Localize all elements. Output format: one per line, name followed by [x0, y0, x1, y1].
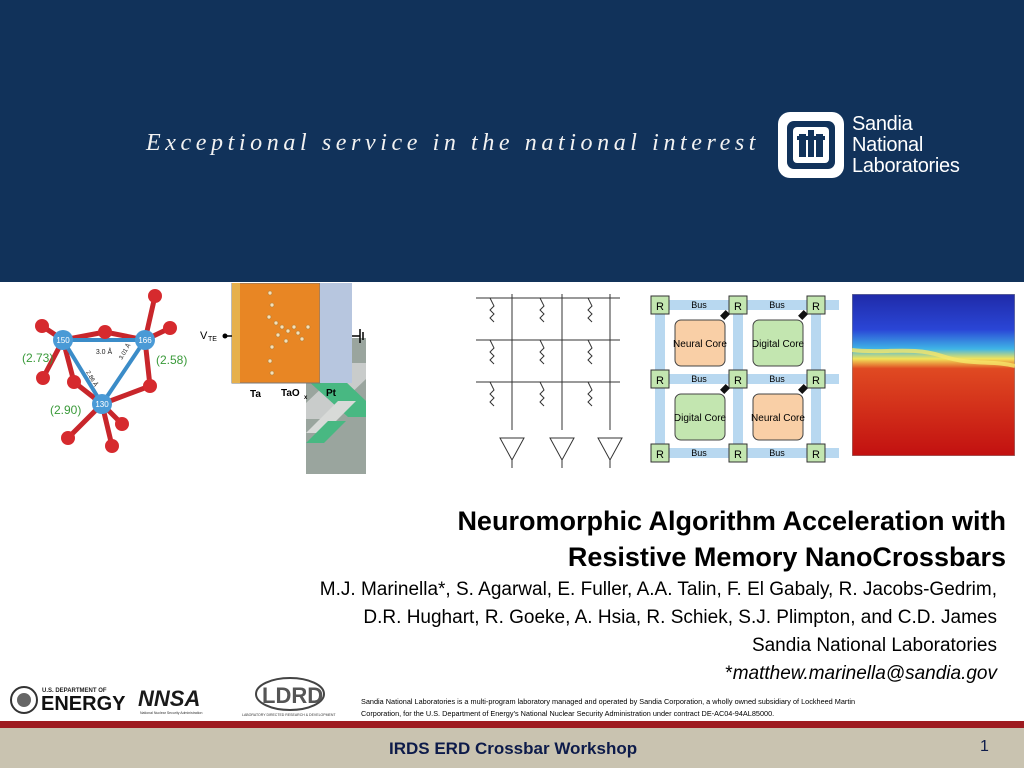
vte-sub: TE	[208, 336, 217, 343]
authors-block: M.J. Marinella*, S. Agarwal, E. Fuller, …	[320, 576, 997, 688]
bus-label-2: Bus	[769, 300, 785, 310]
router-label-8: R	[734, 449, 742, 461]
logo-line-2: National	[852, 134, 923, 156]
disclaimer-text: Sandia National Laboratories is a multi-…	[361, 696, 961, 720]
doe-logo: U.S. DEPARTMENT OF ENERGY	[10, 686, 126, 715]
bus-label-3: Bus	[691, 374, 707, 384]
side-label-2: 3.01 Å	[118, 342, 133, 361]
nnsa-text: NNSA	[138, 686, 200, 711]
nnsa-sub-text: National Nuclear Security Administration	[140, 711, 202, 715]
email-address: matthew.marinella@sandia.gov	[732, 663, 997, 684]
distance-label-3: (2.90)	[50, 403, 81, 417]
layer-label-ta: Ta	[250, 389, 261, 400]
affiliation: Sandia National Laboratories	[751, 635, 997, 656]
bus-label-4: Bus	[769, 374, 785, 384]
doe-big-text: ENERGY	[41, 693, 126, 715]
logo-line-1: Sandia	[852, 113, 913, 135]
router-label-2: R	[734, 301, 742, 313]
slide-title: Neuromorphic Algorithm Acceleration with…	[457, 503, 1006, 575]
title-line-2: Resistive Memory NanoCrossbars	[567, 542, 1006, 572]
layer-label-taox: TaO	[281, 388, 300, 399]
vte-label: V	[200, 330, 208, 342]
ldrd-logo: LDRD LABORATORY DIRECTED RESEARCH & DEVE…	[242, 677, 336, 717]
layer-label-sub: x	[304, 395, 308, 401]
page-number: 1	[980, 738, 989, 755]
ldrd-sub-text: LABORATORY DIRECTED RESEARCH & DEVELOPME…	[242, 713, 336, 717]
thunderbird-icon	[778, 112, 844, 178]
email-prefix: *	[725, 663, 733, 684]
router-label-4: R	[656, 375, 664, 387]
authors-line-1: M.J. Marinella*, S. Agarwal, E. Fuller, …	[319, 579, 997, 600]
router-label-1: R	[656, 301, 664, 313]
workshop-name: IRDS ERD Crossbar Workshop	[389, 739, 638, 758]
email-line: *matthew.marinella@sandia.gov	[320, 660, 997, 688]
router-label-9: R	[812, 449, 820, 461]
doe-small-text: U.S. DEPARTMENT OF	[42, 688, 107, 694]
heatmap-figure	[852, 294, 1015, 456]
disclaimer-line-1: Sandia National Laboratories is a multi-…	[361, 697, 856, 706]
bus-label-5: Bus	[691, 448, 707, 458]
distance-label-1: (2.73)	[22, 351, 53, 365]
router-label-5: R	[734, 375, 742, 387]
core-label-3: Digital Core	[674, 413, 727, 424]
router-label-3: R	[812, 301, 820, 313]
title-line-1: Neuromorphic Algorithm Acceleration with	[457, 506, 1006, 536]
tagline: Exceptional service in the national inte…	[146, 130, 761, 156]
bus-label-6: Bus	[769, 448, 785, 458]
atom-label-1: 150	[56, 336, 70, 345]
atom-label-3: 130	[95, 400, 109, 409]
header-banner: Exceptional service in the national inte…	[0, 0, 1024, 282]
footer-accent-line	[0, 721, 1024, 728]
logo-line-3: Laboratories	[852, 155, 960, 177]
nnsa-logo: NNSA National Nuclear Security Administr…	[138, 686, 202, 715]
ldrd-text: LDRD	[262, 683, 323, 708]
device-figure: V TE Ta TaO x Pt	[200, 283, 366, 474]
router-label-7: R	[656, 449, 664, 461]
distance-label-2: (2.58)	[156, 353, 187, 367]
crossbar-circuit-figure	[476, 294, 623, 468]
layer-label-pt: Pt	[326, 388, 337, 399]
sponsor-logos: U.S. DEPARTMENT OF ENERGY NNSA National …	[10, 677, 336, 717]
footer-bar	[0, 728, 1024, 768]
core-label-4: Neural Core	[751, 413, 805, 424]
core-label-2: Digital Core	[752, 339, 805, 350]
architecture-figure: R R R R R R R R R Bus Bus Bus Bus Bus Bu…	[650, 295, 839, 463]
sandia-logo-text: Sandia National Laboratories	[852, 114, 960, 177]
atom-label-2: 166	[138, 336, 152, 345]
disclaimer-line-2: Corporation, for the U.S. Department of …	[361, 709, 775, 718]
core-label-1: Neural Core	[673, 339, 727, 350]
molecule-figure: 150 166 130 3.0 Å 2.86 Å 3.01 Å (2.73) (…	[22, 289, 187, 453]
bus-label-1: Bus	[691, 300, 707, 310]
authors-line-2: D.R. Hughart, R. Goeke, A. Hsia, R. Schi…	[363, 607, 997, 628]
router-label-6: R	[812, 375, 820, 387]
sandia-logo: Sandia National Laboratories	[778, 112, 960, 182]
bond-label: 3.0 Å	[96, 347, 113, 356]
